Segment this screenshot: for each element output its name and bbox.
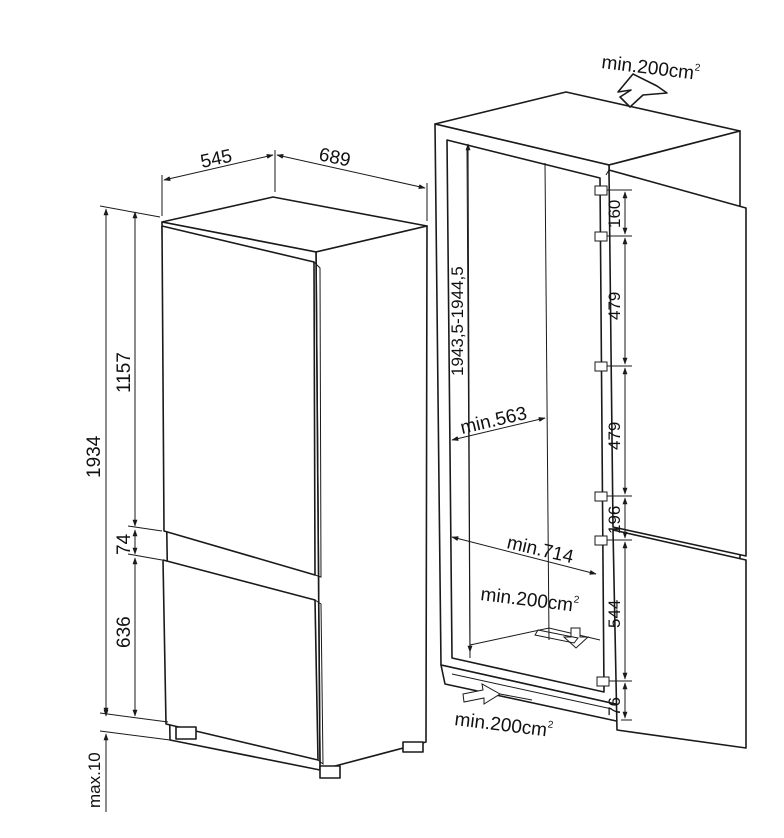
depth-545-label: 545 xyxy=(199,146,234,173)
fridge-upper-door xyxy=(161,225,316,576)
fridge-side-face xyxy=(315,225,428,771)
upper-height-1157-label: 1157 xyxy=(114,352,135,393)
top-vent: min.200cm2 xyxy=(600,51,701,108)
hinge-dim-196: 196 xyxy=(605,506,624,534)
furniture-door-upper xyxy=(608,169,747,557)
fridge-unit xyxy=(161,196,428,779)
vent-bottom-text: min.200cm xyxy=(453,709,548,741)
hinge-dim-544: 544 xyxy=(605,600,624,628)
niche-height-label: 1943,5-1944,5 xyxy=(448,266,467,376)
width-689-label: 689 xyxy=(317,144,352,171)
furniture-door-lower xyxy=(612,529,747,749)
fridge-lower-door-edge xyxy=(314,599,324,766)
lower-height-636-label: 636 xyxy=(114,616,135,648)
vent-top-sup: 2 xyxy=(694,62,701,74)
vent-bottom-sup: 2 xyxy=(547,719,554,731)
left-height-dimensions: 1934 1157 74 636 max.10 xyxy=(84,205,171,812)
hinge-dim-479-b: 479 xyxy=(605,422,624,450)
hinge-dim-76: 76 xyxy=(605,697,624,716)
fridge-foot-front-left xyxy=(175,726,197,740)
fridge-upper-door-edge xyxy=(313,260,322,578)
vent-bottom-label: min.200cm2 xyxy=(453,708,554,742)
feet-max10-label: max.10 xyxy=(85,752,104,808)
gap-74-label: 74 xyxy=(114,533,135,555)
vent-top-text: min.200cm xyxy=(600,52,695,84)
niche-floor xyxy=(469,627,601,646)
total-height-1934-label: 1934 xyxy=(84,435,105,478)
hinge-dim-479-a: 479 xyxy=(605,292,624,320)
vent-mid-sup: 2 xyxy=(573,594,580,606)
hinge-dim-160: 160 xyxy=(605,200,624,228)
hinge-spacing-dimensions: 160 479 479 196 544 76 xyxy=(605,189,632,721)
vent-top-label: min.200cm2 xyxy=(600,51,701,85)
vent-up-arrow-icon xyxy=(617,73,668,108)
fridge-foot-back-right xyxy=(402,741,424,753)
fridge-foot-front-right xyxy=(319,765,341,779)
vent-in-arrow-icon xyxy=(462,683,501,705)
